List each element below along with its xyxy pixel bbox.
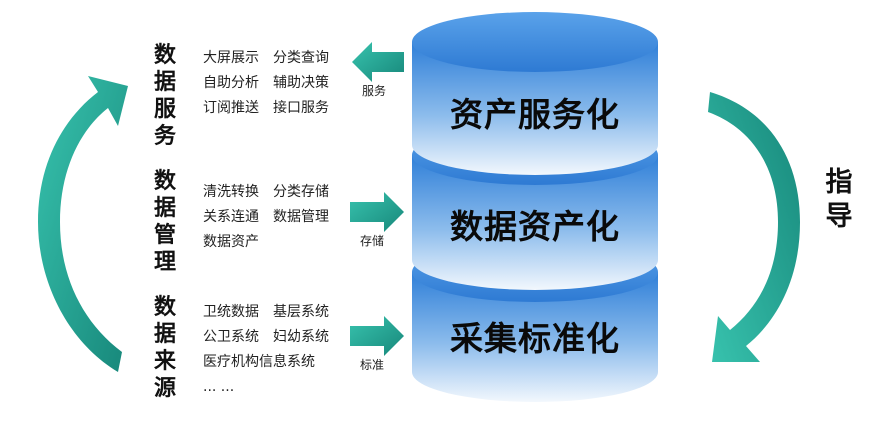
item: 基层系统 (273, 304, 329, 320)
item: 分类查询 (273, 50, 329, 66)
item: 数据管理 (273, 209, 329, 225)
item: 订阅推送 (203, 100, 259, 116)
item: 数据资产 (203, 234, 259, 250)
item: ... ... (203, 379, 235, 395)
item: 接口服务 (273, 100, 329, 116)
item: 自助分析 (203, 75, 259, 91)
section-label-data-management: 数 据 管 理 (150, 168, 180, 276)
arrow-label-storage: 存储 (360, 234, 385, 248)
layer-label-collection-standard: 采集标准化 (450, 319, 620, 358)
label-char: 理 (153, 250, 176, 275)
label-char: 数 (153, 295, 176, 320)
label-char: 务 (153, 124, 176, 149)
label-char: 数 (153, 169, 176, 194)
standard-arrow (350, 316, 404, 356)
label-char: 来 (153, 349, 176, 374)
label-char: 据 (153, 70, 176, 95)
item: 清洗转换 (203, 184, 259, 200)
layer-label-data-asset: 数据资产化 (450, 207, 620, 246)
section-label-data-source: 数 据 来 源 (150, 294, 180, 402)
label-char: 服 (153, 97, 176, 122)
label-char: 据 (153, 322, 176, 347)
label-char: 数 (153, 43, 176, 68)
section-items-data-source: 卫统数据基层系统 公卫系统妇幼系统 医疗机构信息系统 ... ... (203, 300, 343, 400)
arrow-label-service: 服务 (362, 84, 387, 98)
guide-char: 指 (825, 167, 853, 198)
item: 公卫系统 (203, 329, 259, 345)
guide-char: 导 (825, 201, 853, 232)
item: 卫统数据 (203, 304, 259, 320)
label-char: 据 (153, 196, 176, 221)
storage-arrow (350, 192, 404, 232)
layer-label-asset-service: 资产服务化 (450, 95, 620, 134)
label-char: 源 (153, 376, 176, 401)
item: 关系连通 (203, 209, 259, 225)
item: 医疗机构信息系统 (203, 354, 315, 370)
service-arrow (352, 42, 404, 82)
item: 妇幼系统 (273, 329, 329, 345)
item: 辅助决策 (273, 75, 329, 91)
arrow-label-standard: 标准 (360, 358, 385, 372)
right-guide-arrow (708, 92, 800, 362)
item: 分类存储 (273, 184, 329, 200)
left-cycle-arrow (38, 76, 128, 372)
section-label-data-service: 数 据 服 务 (150, 42, 180, 150)
section-items-data-management: 清洗转换分类存储 关系连通数据管理 数据资产 (203, 180, 343, 255)
item: 大屏展示 (203, 50, 259, 66)
cylinder-layer-1 (412, 12, 658, 175)
guide-label: 指 导 (822, 166, 856, 234)
label-char: 管 (153, 223, 176, 248)
section-items-data-service: 大屏展示分类查询 自助分析辅助决策 订阅推送接口服务 (203, 46, 343, 121)
